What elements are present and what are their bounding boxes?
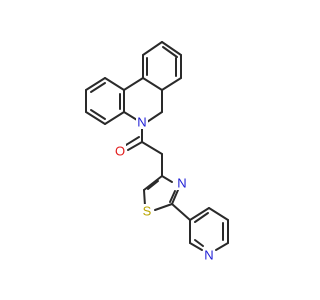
bond: [125, 136, 140, 146]
bond: [215, 242, 229, 251]
bond-double-inner: [90, 109, 106, 120]
bond: [161, 41, 182, 56]
atom-s-thiazole: S: [141, 204, 153, 219]
bond-double-inner: [90, 82, 106, 93]
atom-label-n-pyridine: N: [204, 248, 213, 263]
bond-double-inner: [147, 180, 159, 190]
bond: [142, 77, 163, 91]
bond: [85, 111, 106, 125]
bond: [161, 77, 182, 91]
atom-n-amide: N: [136, 115, 148, 130]
bond: [104, 111, 125, 125]
atom-n-pyridine: N: [203, 248, 215, 263]
bond: [171, 189, 179, 205]
bond: [154, 203, 173, 211]
bond: [208, 207, 229, 221]
bond-double-inner: [194, 212, 209, 223]
bond: [123, 111, 138, 121]
molecule-structure-diagram: N O N S N: [85, 41, 229, 263]
bond: [143, 189, 146, 207]
atom-label-n-thiazole: N: [177, 176, 186, 191]
bond: [123, 77, 144, 91]
bond-double-inner: [169, 190, 176, 203]
bond: [104, 77, 125, 91]
bond: [161, 175, 173, 183]
atom-o-carbonyl: O: [114, 144, 126, 159]
bond: [189, 207, 210, 221]
bond: [142, 41, 163, 56]
bond: [127, 141, 143, 151]
bond-double-inner: [194, 239, 204, 247]
atom-labels-layer: N O N S N: [114, 115, 215, 263]
bond-double-inner: [162, 46, 178, 58]
bond: [141, 141, 163, 155]
bond: [189, 242, 203, 251]
bond: [85, 77, 106, 91]
bond: [146, 111, 163, 123]
atom-label-n-amide: N: [137, 115, 146, 130]
atom-n-thiazole: N: [176, 176, 188, 191]
atom-label-s-thiazole: S: [143, 204, 152, 219]
bond: [171, 203, 191, 221]
bond: [143, 175, 163, 191]
bonds-layer: [85, 41, 229, 251]
atom-label-o-carbonyl: O: [115, 144, 125, 159]
